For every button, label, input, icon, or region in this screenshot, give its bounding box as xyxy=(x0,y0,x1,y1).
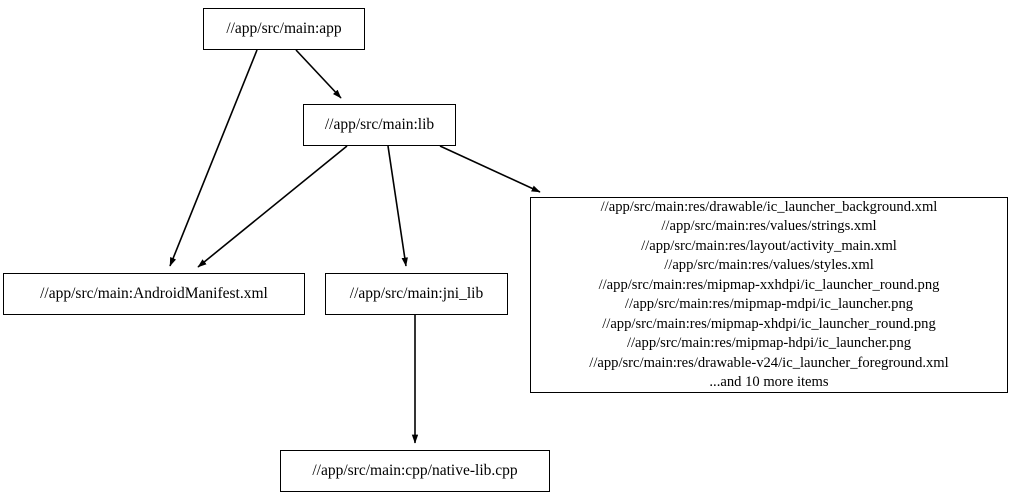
graph-node-res-line-9: //app/src/main:res/drawable-v24/ic_launc… xyxy=(589,354,949,371)
graph-node-res[interactable]: //app/src/main:res/drawable/ic_launcher_… xyxy=(530,197,1008,393)
graph-node-app-label: //app/src/main:app xyxy=(226,20,342,38)
graph-node-res-line-5: //app/src/main:res/mipmap-xxhdpi/ic_laun… xyxy=(598,276,940,293)
graph-node-res-line-3: //app/src/main:res/layout/activity_main.… xyxy=(641,237,897,254)
graph-node-res-line-7: //app/src/main:res/mipmap-xhdpi/ic_launc… xyxy=(602,315,936,332)
edge-app-to-manifest xyxy=(169,49,258,267)
graph-node-res-line-2: //app/src/main:res/values/strings.xml xyxy=(661,218,877,234)
graph-node-res-line-6: //app/src/main:res/mipmap-mdpi/ic_launch… xyxy=(624,296,914,312)
graph-node-lib[interactable]: //app/src/main:lib xyxy=(303,104,456,146)
graph-node-native-lib-cpp-label: //app/src/main:cpp/native-lib.cpp xyxy=(312,462,518,480)
edge-lib-to-jni-lib xyxy=(387,145,408,267)
graph-node-jni-lib-label: //app/src/main:jni_lib xyxy=(349,285,484,303)
graph-node-android-manifest[interactable]: //app/src/main:AndroidManifest.xml xyxy=(3,273,305,315)
edge-lib-to-res xyxy=(439,145,541,193)
graph-node-android-manifest-label: //app/src/main:AndroidManifest.xml xyxy=(40,285,268,303)
graph-node-native-lib-cpp[interactable]: //app/src/main:cpp/native-lib.cpp xyxy=(280,450,550,492)
edge-lib-to-manifest xyxy=(197,145,348,268)
graph-node-res-line-8: //app/src/main:res/mipmap-hdpi/ic_launch… xyxy=(626,335,912,351)
graph-node-res-line-4: //app/src/main:res/values/styles.xml xyxy=(664,257,874,273)
graph-node-lib-label: //app/src/main:lib xyxy=(324,116,435,134)
graph-node-app[interactable]: //app/src/main:app xyxy=(203,8,365,50)
graph-node-res-line-1: //app/src/main:res/drawable/ic_launcher_… xyxy=(600,198,938,215)
graph-node-res-more-items: ...and 10 more items xyxy=(709,374,829,390)
edge-app-to-lib xyxy=(295,49,342,99)
graph-node-jni-lib[interactable]: //app/src/main:jni_lib xyxy=(325,273,508,315)
